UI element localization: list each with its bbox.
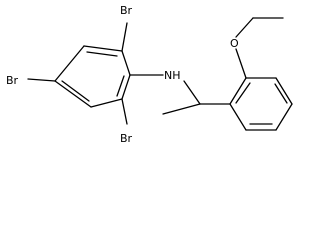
ring1-bond-c3-c4 bbox=[90, 98, 123, 108]
tribromophenyl-ring bbox=[54, 45, 131, 108]
bond-c5-br-left bbox=[27, 78, 56, 82]
bond-n-ch bbox=[183, 80, 201, 105]
ring2-bond-a4-a5 bbox=[275, 103, 293, 131]
ring1-double-c6-c1 bbox=[86, 51, 118, 57]
ring1-bond-c6-c1 bbox=[83, 45, 123, 52]
bond-c3-br-bottom bbox=[121, 98, 128, 125]
ring2-double-a1-a2 bbox=[235, 82, 251, 104]
ring1-double-c4-c5 bbox=[61, 80, 90, 102]
bond-ch-methyl bbox=[162, 103, 201, 115]
ethoxyphenyl-ring bbox=[229, 77, 293, 131]
ring1-bond-c1-c2 bbox=[121, 50, 131, 76]
ring1-bond-c5-c6 bbox=[54, 45, 85, 82]
atom-br-bottom: Br bbox=[120, 132, 133, 145]
ring1-bond-c2-c3 bbox=[121, 74, 131, 100]
atom-nh: NH bbox=[164, 69, 181, 82]
bond-o-ch2 bbox=[235, 17, 254, 38]
atom-br-top: Br bbox=[120, 4, 133, 17]
molecule-diagram: Br Br Br NH O bbox=[6, 4, 293, 145]
atom-br-left: Br bbox=[6, 74, 19, 87]
atom-oxygen: O bbox=[230, 37, 239, 50]
ring1-double-c2-c3 bbox=[116, 75, 125, 97]
bond-ring2-o bbox=[235, 48, 247, 79]
ring1-bond-c4-c5 bbox=[54, 80, 92, 108]
ring2-bond-a3-a4 bbox=[275, 77, 293, 105]
bond-c1-br-top bbox=[121, 22, 128, 52]
ring2-bond-a1-a2 bbox=[229, 77, 247, 105]
ring2-double-a3-a4 bbox=[274, 83, 288, 104]
ring2-bond-a6-a1 bbox=[229, 103, 247, 131]
